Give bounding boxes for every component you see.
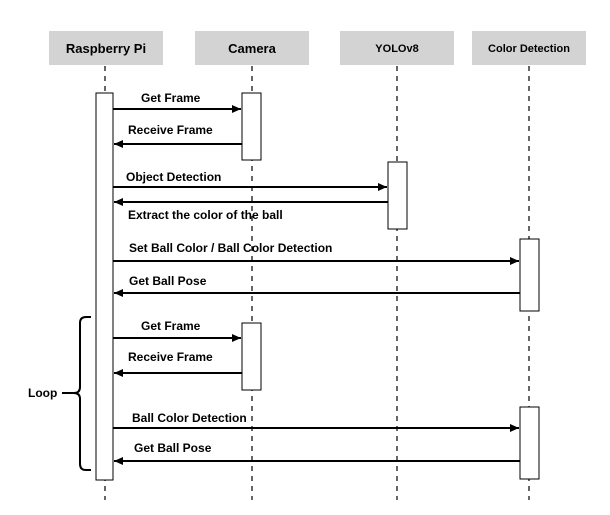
message-label: Get Frame [141,91,201,105]
message-label: Extract the color of the ball [128,208,283,222]
message-receive-frame-2: Receive Frame [114,350,242,377]
loop-label: Loop [28,386,57,400]
message-label: Object Detection [126,170,221,184]
message-set-ball-color: Set Ball Color / Ball Color Detection [113,241,519,265]
activation-yolov8 [387,161,408,230]
message-get-ball-pose-2: Get Ball Pose [114,441,520,465]
message-label: Get Frame [141,319,201,333]
message-extract-color: Extract the color of the ball [114,198,388,222]
message-receive-frame-1: Receive Frame [114,123,242,148]
activation-camera-1 [241,92,262,161]
message-label: Receive Frame [128,350,213,364]
participant-camera: Camera [195,31,309,65]
participant-raspberry-pi: Raspberry Pi [49,31,163,65]
message-get-frame-2: Get Frame [113,319,241,342]
message-get-ball-pose-1: Get Ball Pose [114,274,520,297]
message-label: Set Ball Color / Ball Color Detection [129,241,332,255]
activation-color-detection-2 [519,406,540,480]
activation-camera-2 [241,322,262,391]
message-object-detection: Object Detection [113,170,387,191]
activation-color-detection-1 [519,238,540,312]
participant-color-detection: Color Detection [472,31,586,65]
message-ball-color-detection: Ball Color Detection [113,411,519,432]
message-label: Get Ball Pose [134,441,212,455]
message-label: Receive Frame [128,123,213,137]
loop-bracket: Loop [28,316,91,471]
participant-label-yolov8: YOLOv8 [375,43,418,55]
message-get-frame-1: Get Frame [113,91,241,113]
message-label: Ball Color Detection [132,411,247,425]
participant-label-camera: Camera [228,41,276,56]
message-label: Get Ball Pose [129,274,207,288]
participant-label-raspberry-pi: Raspberry Pi [66,41,146,56]
participant-label-color-detection: Color Detection [488,43,570,55]
participant-yolov8: YOLOv8 [340,31,454,65]
activation-raspberry-pi [95,92,114,481]
